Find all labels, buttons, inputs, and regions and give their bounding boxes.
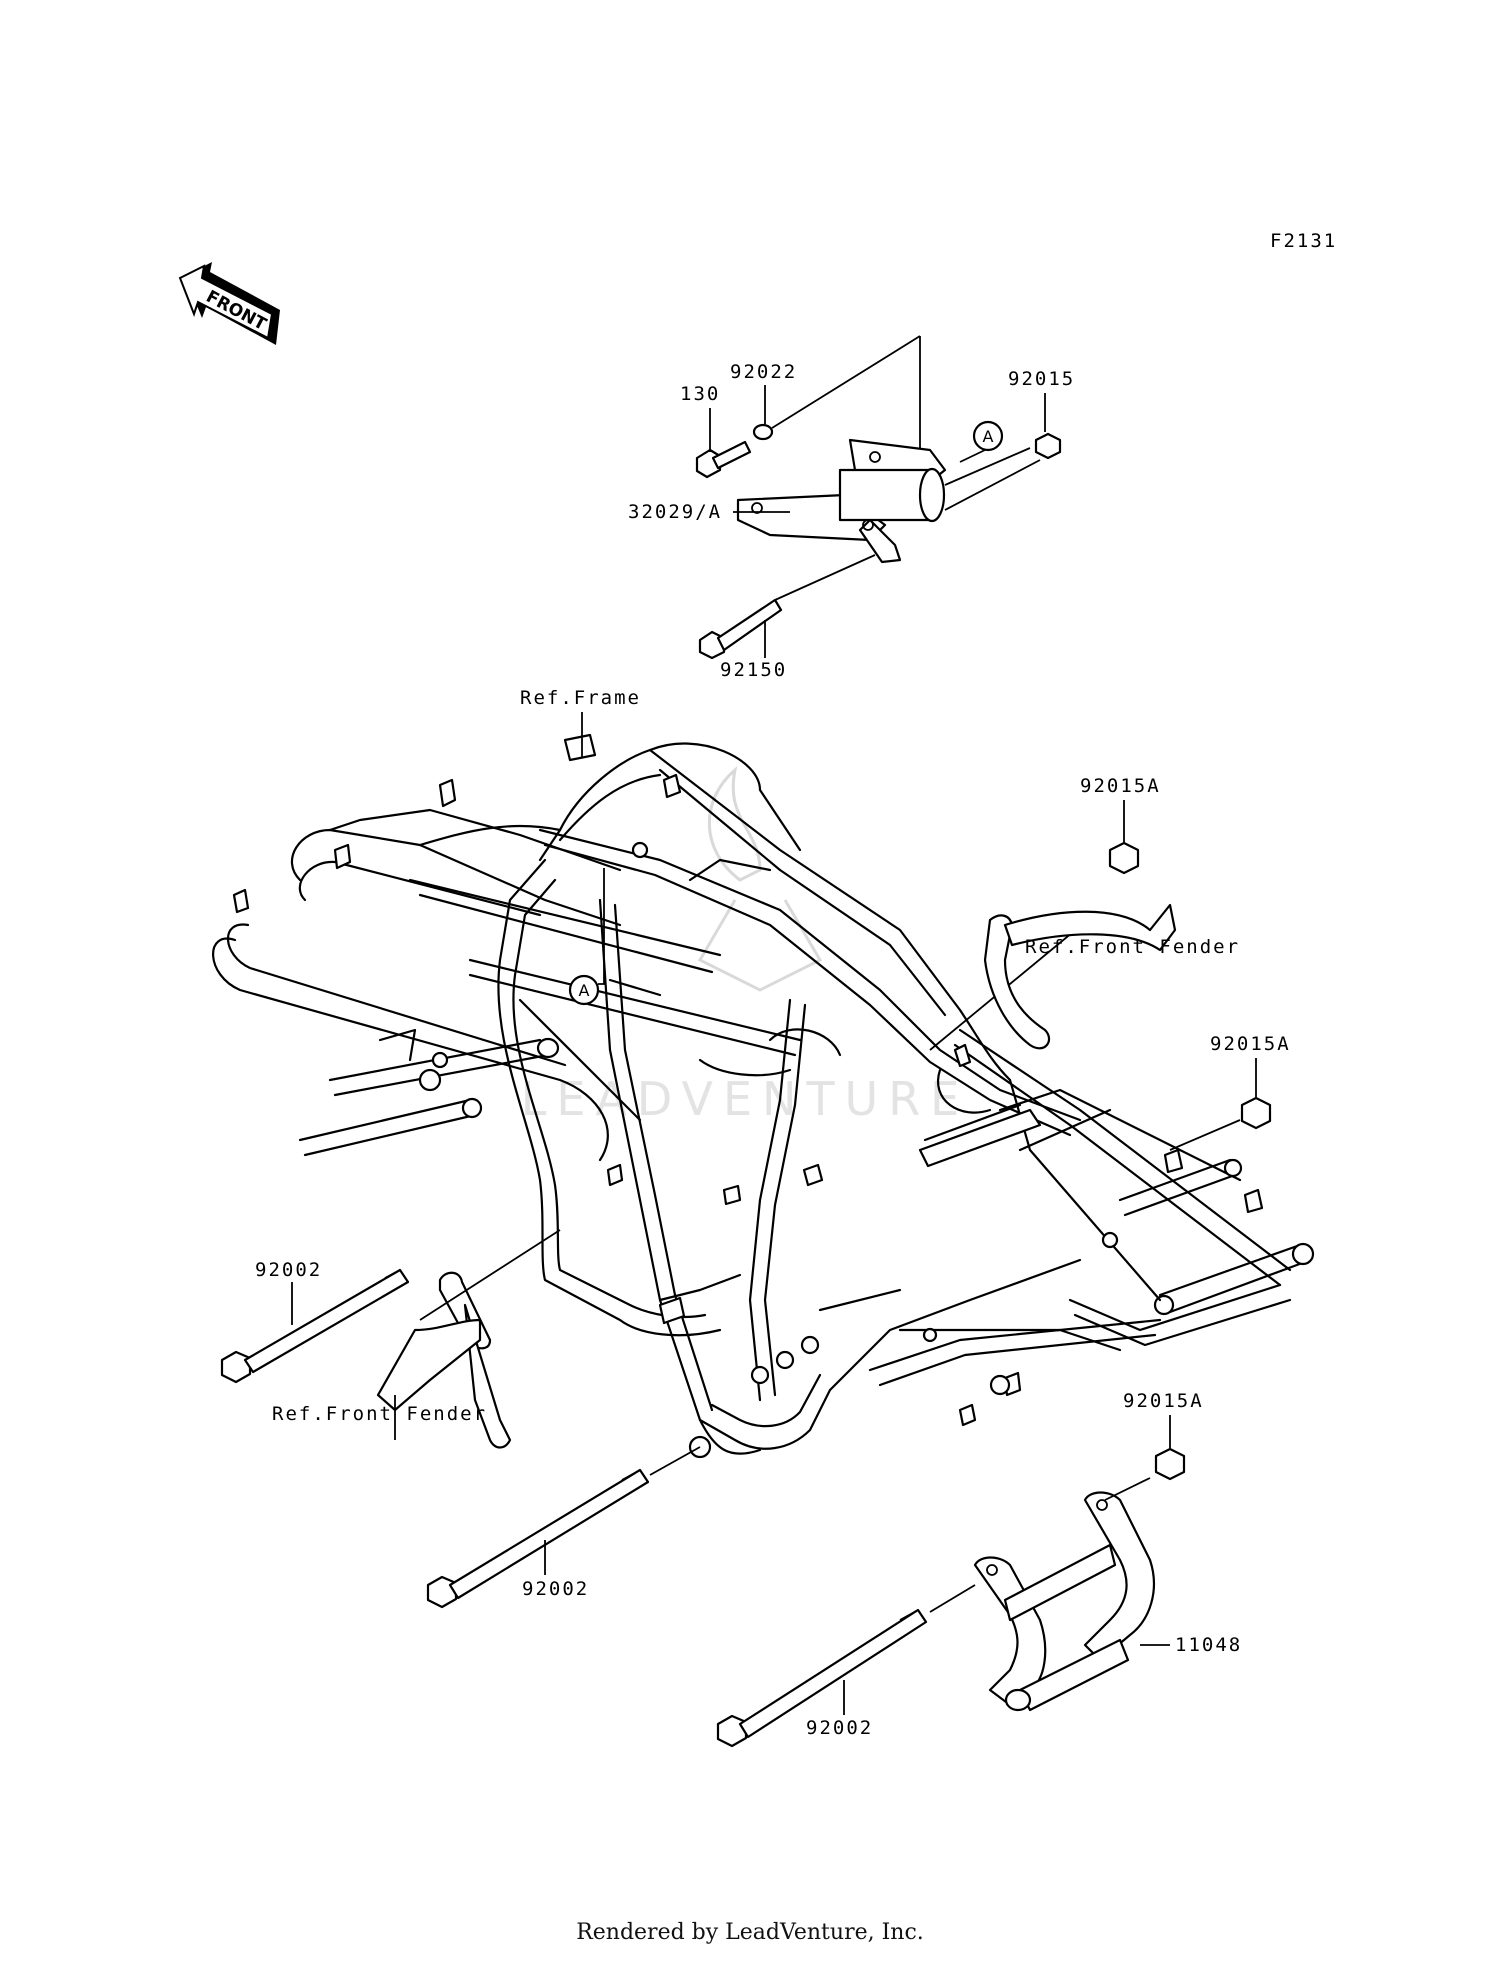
bolt-92002-2-part xyxy=(426,1446,701,1609)
top-bracket-assembly: A xyxy=(695,335,1062,660)
label-130: 130 xyxy=(680,383,720,405)
main-frame xyxy=(212,712,1315,1459)
label-32029-a: 32029/A xyxy=(628,501,722,523)
label-92002-3: 92002 xyxy=(806,1717,873,1739)
bolt-130-part xyxy=(695,440,752,479)
callout-marker-a-frame xyxy=(568,974,600,1006)
label-ref-front-fender-2: Ref.Front Fender xyxy=(272,1403,487,1425)
callout-marker-a-top xyxy=(972,420,1004,452)
front-fender-bracket-right xyxy=(929,903,1177,1051)
nut-92015A-2-part xyxy=(1240,1096,1272,1130)
bracket-32029-part xyxy=(736,438,947,564)
leader-92015A-2-to-frame xyxy=(1169,1119,1241,1151)
footer-credit: Rendered by LeadVenture, Inc. xyxy=(576,1920,924,1945)
diagram-code: F2131 xyxy=(1270,230,1337,252)
label-92015A-1: 92015A xyxy=(1080,775,1161,797)
label-92015A-2: 92015A xyxy=(1210,1033,1291,1055)
bracket-11048-part xyxy=(973,1491,1155,1712)
leader-92015A-3-to-bracket xyxy=(1104,1477,1151,1501)
label-92015A-3: 92015A xyxy=(1123,1390,1204,1412)
bolt-92002-3-part xyxy=(716,1584,976,1748)
watermark: LEADVENTURE xyxy=(521,766,970,1126)
washer-92022-part xyxy=(752,423,774,441)
leader-a-frame xyxy=(598,868,605,985)
front-fender-bracket-left xyxy=(376,1229,561,1449)
bolt-92002-1-part xyxy=(220,1268,410,1384)
bolt-92150-part xyxy=(698,598,783,660)
nut-92015A-3-part xyxy=(1154,1447,1186,1481)
label-92150: 92150 xyxy=(720,659,787,681)
front-arrow-icon: FRONT xyxy=(178,262,280,345)
label-92002-1: 92002 xyxy=(255,1259,322,1281)
label-ref-front-fender-1: Ref.Front Fender xyxy=(1025,936,1240,958)
nut-92015-part xyxy=(1034,432,1062,460)
label-92022: 92022 xyxy=(730,361,797,383)
watermark-text: LEADVENTURE xyxy=(521,1072,970,1126)
label-92002-2: 92002 xyxy=(522,1578,589,1600)
label-ref-frame: Ref.Frame xyxy=(520,687,641,709)
nut-92015A-1-part xyxy=(1108,841,1140,875)
callout-marker-a-frame-label: A xyxy=(579,981,590,1000)
label-11048: 11048 xyxy=(1175,1634,1242,1656)
callout-marker-a-top-label: A xyxy=(983,427,994,446)
label-92015: 92015 xyxy=(1008,368,1075,390)
